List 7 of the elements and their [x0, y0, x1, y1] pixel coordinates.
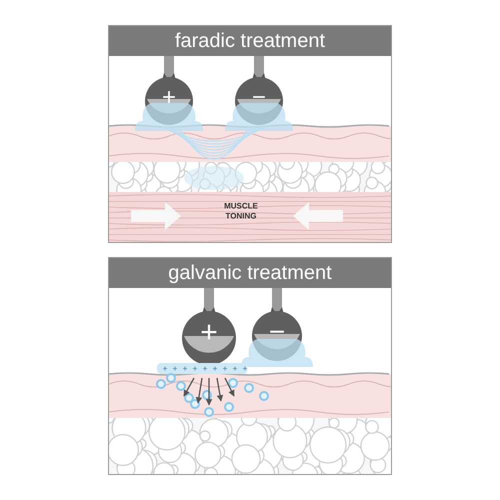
treatment-panel — [108, 25, 392, 243]
treatment-panel — [108, 257, 392, 475]
title-bar: galvanic treatment — [109, 258, 391, 288]
title-bar: faradic treatment — [109, 26, 391, 56]
muscle-label: MUSCLE TONING — [223, 202, 259, 222]
minus-sign: − — [268, 316, 286, 348]
minus-sign: − — [252, 84, 266, 112]
